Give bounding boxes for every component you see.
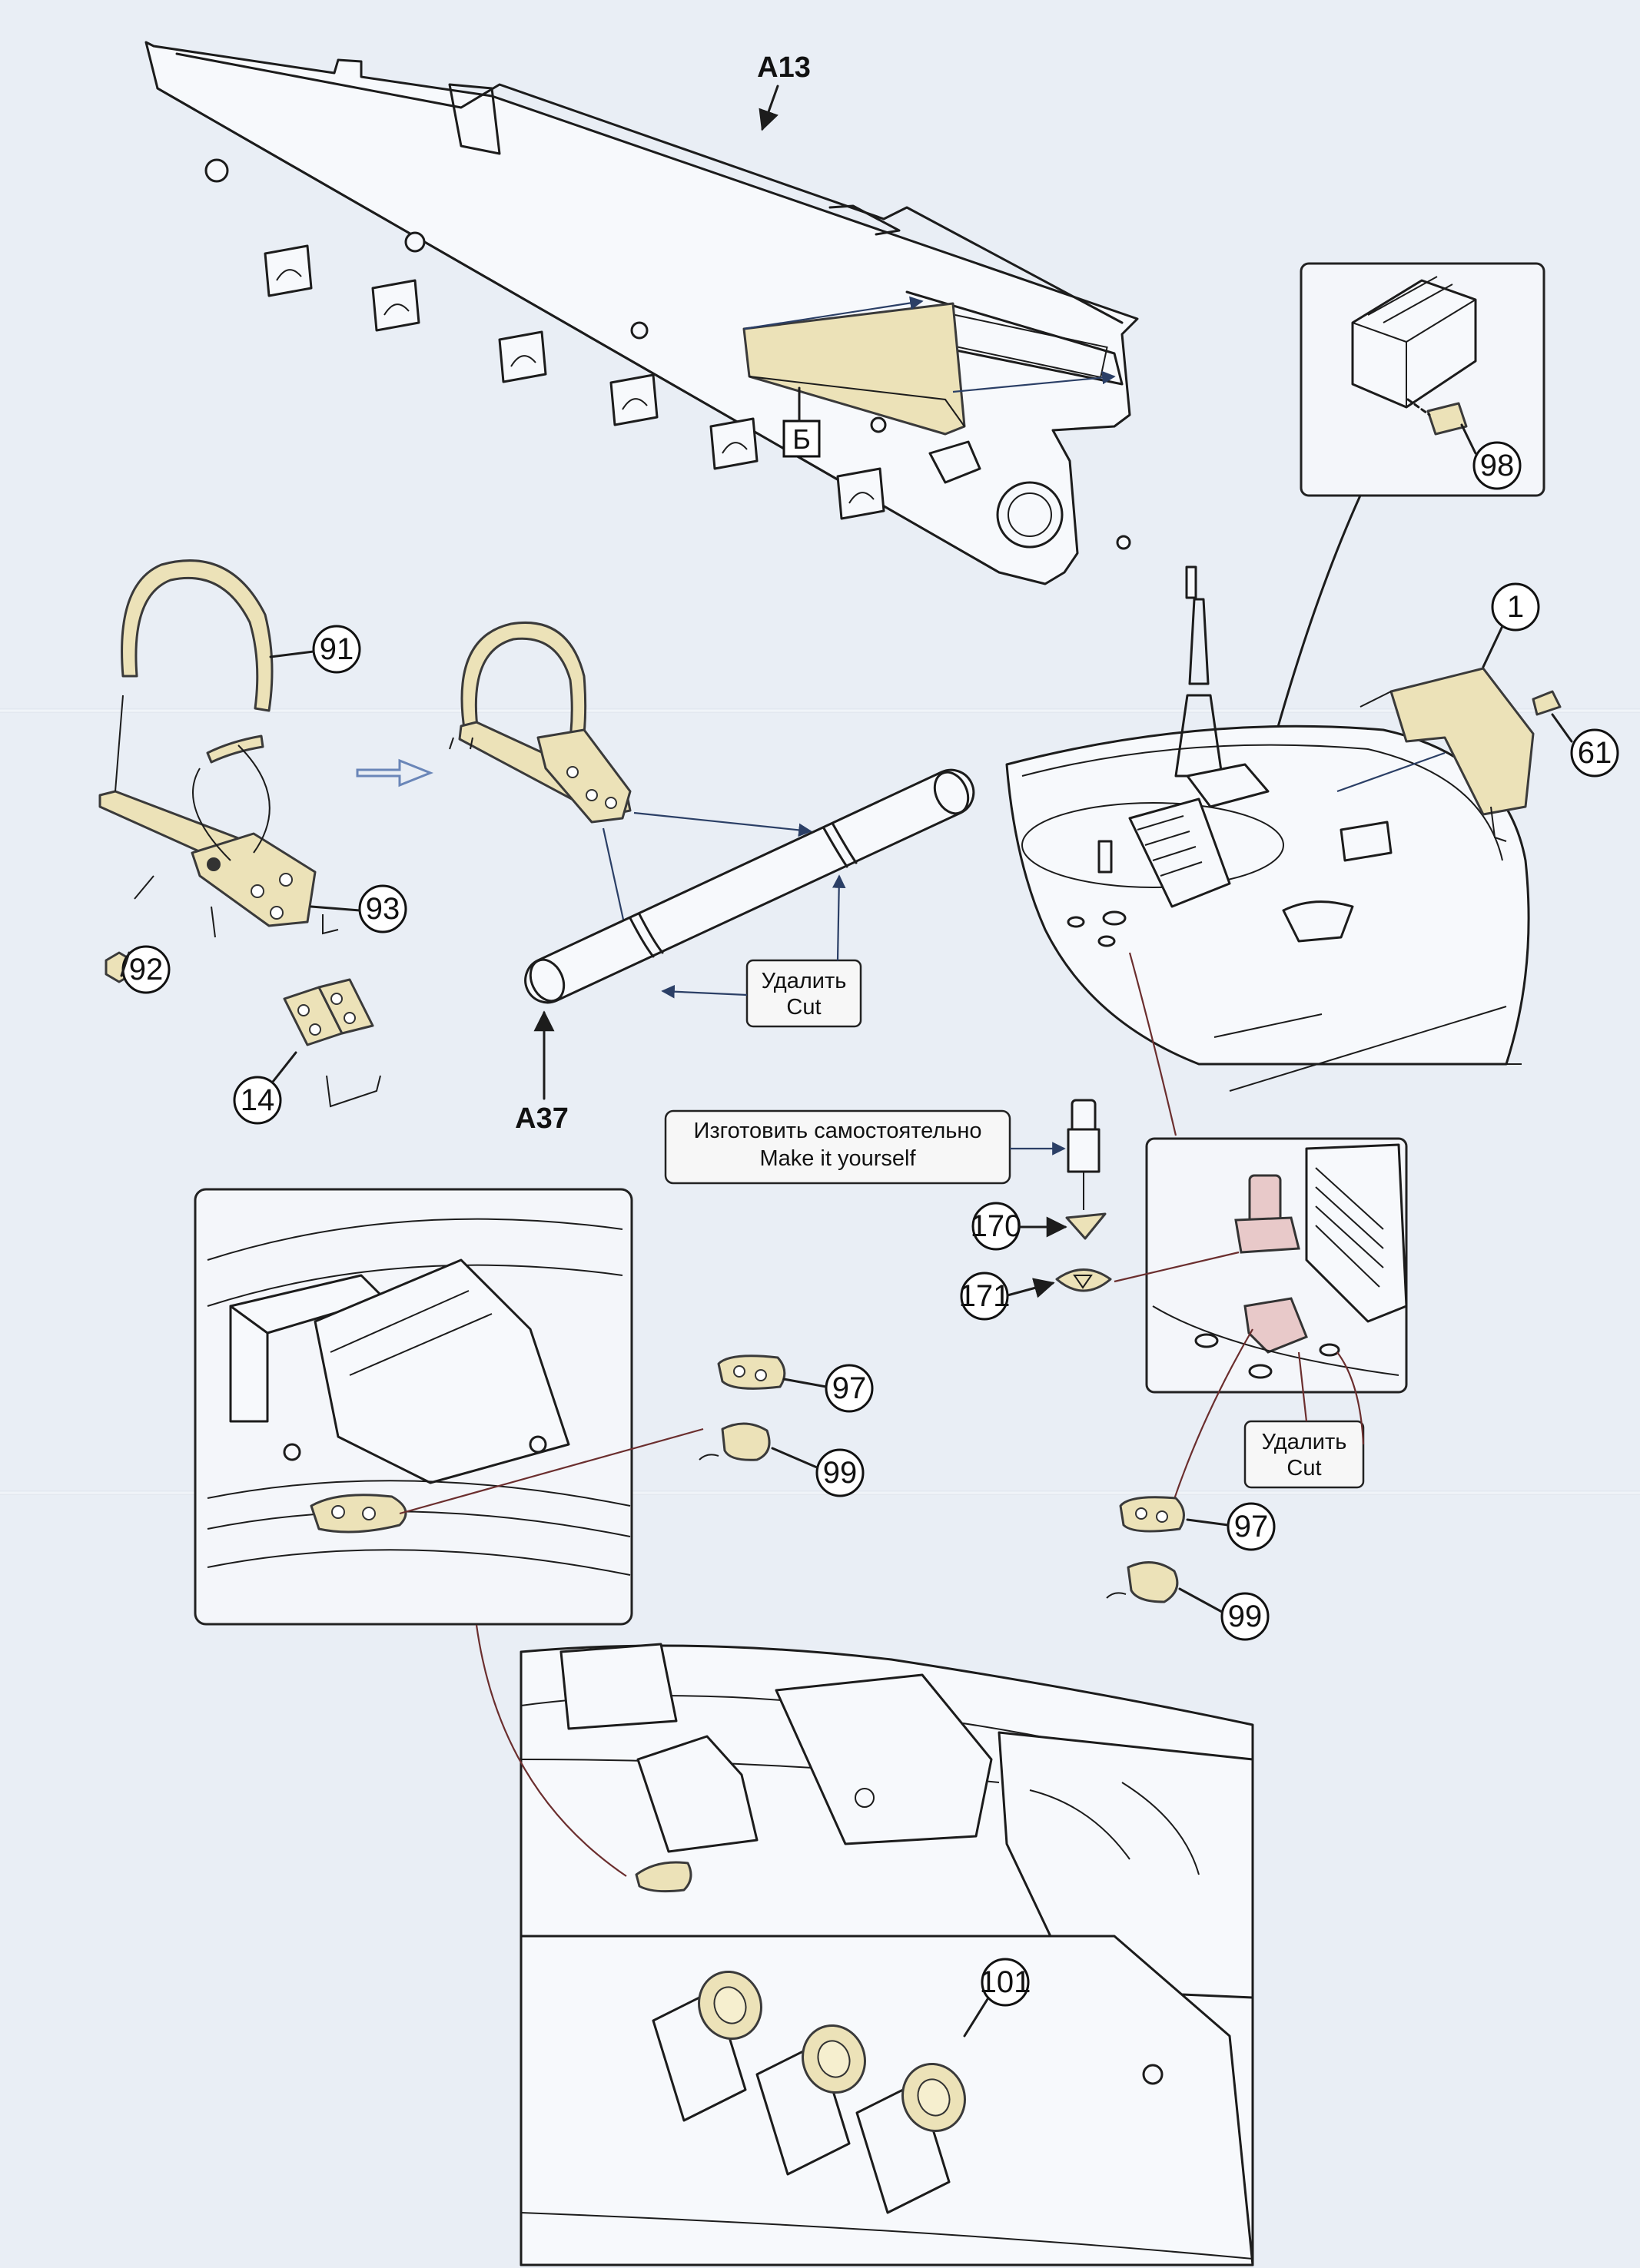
cut-note-1-ru: Удалить xyxy=(762,969,847,993)
strap-assembled xyxy=(449,621,632,824)
callout-170-number: 170 xyxy=(971,1209,1022,1243)
paper-fold xyxy=(0,708,1640,713)
cut-note-2-en: Cut xyxy=(1286,1456,1321,1480)
callout-101-number: 101 xyxy=(980,1965,1031,1999)
make-note-box xyxy=(664,1109,1011,1185)
callout-101 xyxy=(981,1958,1030,2007)
callout-97-right xyxy=(1227,1502,1276,1551)
strap-loose-parts xyxy=(98,559,381,1108)
callout-97-center xyxy=(825,1364,874,1413)
stowage-box-sketch xyxy=(1351,276,1477,436)
clip-parts-right xyxy=(1106,1496,1185,1603)
ref-b-label: Б xyxy=(792,423,811,455)
callout-92-number: 92 xyxy=(129,953,164,986)
hull-side-panel xyxy=(144,41,1139,585)
callout-99-right-number: 99 xyxy=(1228,1600,1263,1633)
callout-171-number: 171 xyxy=(959,1279,1011,1313)
callout-97-center-number: 97 xyxy=(832,1371,867,1405)
make-note-en: Make it yourself xyxy=(759,1146,916,1171)
callout-99-center-number: 99 xyxy=(823,1456,858,1490)
clip-parts-center xyxy=(699,1354,786,1461)
callout-98 xyxy=(1472,441,1522,490)
cut-note-box-2 xyxy=(1243,1420,1365,1489)
turret-side-view xyxy=(520,1643,1254,2266)
callout-97-right-number: 97 xyxy=(1234,1510,1269,1544)
turret-top-view xyxy=(1005,565,1530,1092)
ref-a37-label: A37 xyxy=(515,1102,569,1135)
pin-detail-sketch xyxy=(1152,1143,1408,1379)
clip-detail-sketch xyxy=(207,1218,631,1576)
tube-a37 xyxy=(524,768,975,1004)
guard-part-1 xyxy=(1359,667,1562,842)
callout-1 xyxy=(1491,582,1540,632)
callout-1-number: 1 xyxy=(1507,590,1524,624)
callout-61-number: 61 xyxy=(1578,736,1612,770)
assembly-arrow xyxy=(356,758,434,788)
pin-part xyxy=(1067,1099,1101,1210)
callout-61 xyxy=(1570,728,1619,778)
callout-99-right xyxy=(1220,1592,1270,1641)
make-note-ru: Изготовить самостоятельно xyxy=(694,1119,982,1143)
callout-99-center xyxy=(815,1448,865,1497)
cut-note-1-en: Cut xyxy=(786,995,821,1020)
cut-note-2-ru: Удалить xyxy=(1262,1430,1347,1454)
callout-14 xyxy=(233,1076,282,1125)
callout-98-number: 98 xyxy=(1480,449,1515,482)
ref-b-box xyxy=(782,419,821,458)
smoke-launchers xyxy=(652,1970,966,2214)
callout-91 xyxy=(312,625,361,674)
callout-91-number: 91 xyxy=(320,632,354,666)
callout-93-number: 93 xyxy=(366,892,400,926)
callout-93 xyxy=(358,884,407,933)
callout-14-number: 14 xyxy=(241,1083,275,1117)
cut-note-box-1 xyxy=(745,959,862,1028)
paper-fold xyxy=(0,1490,1640,1495)
ref-a13-label: A13 xyxy=(757,51,811,84)
